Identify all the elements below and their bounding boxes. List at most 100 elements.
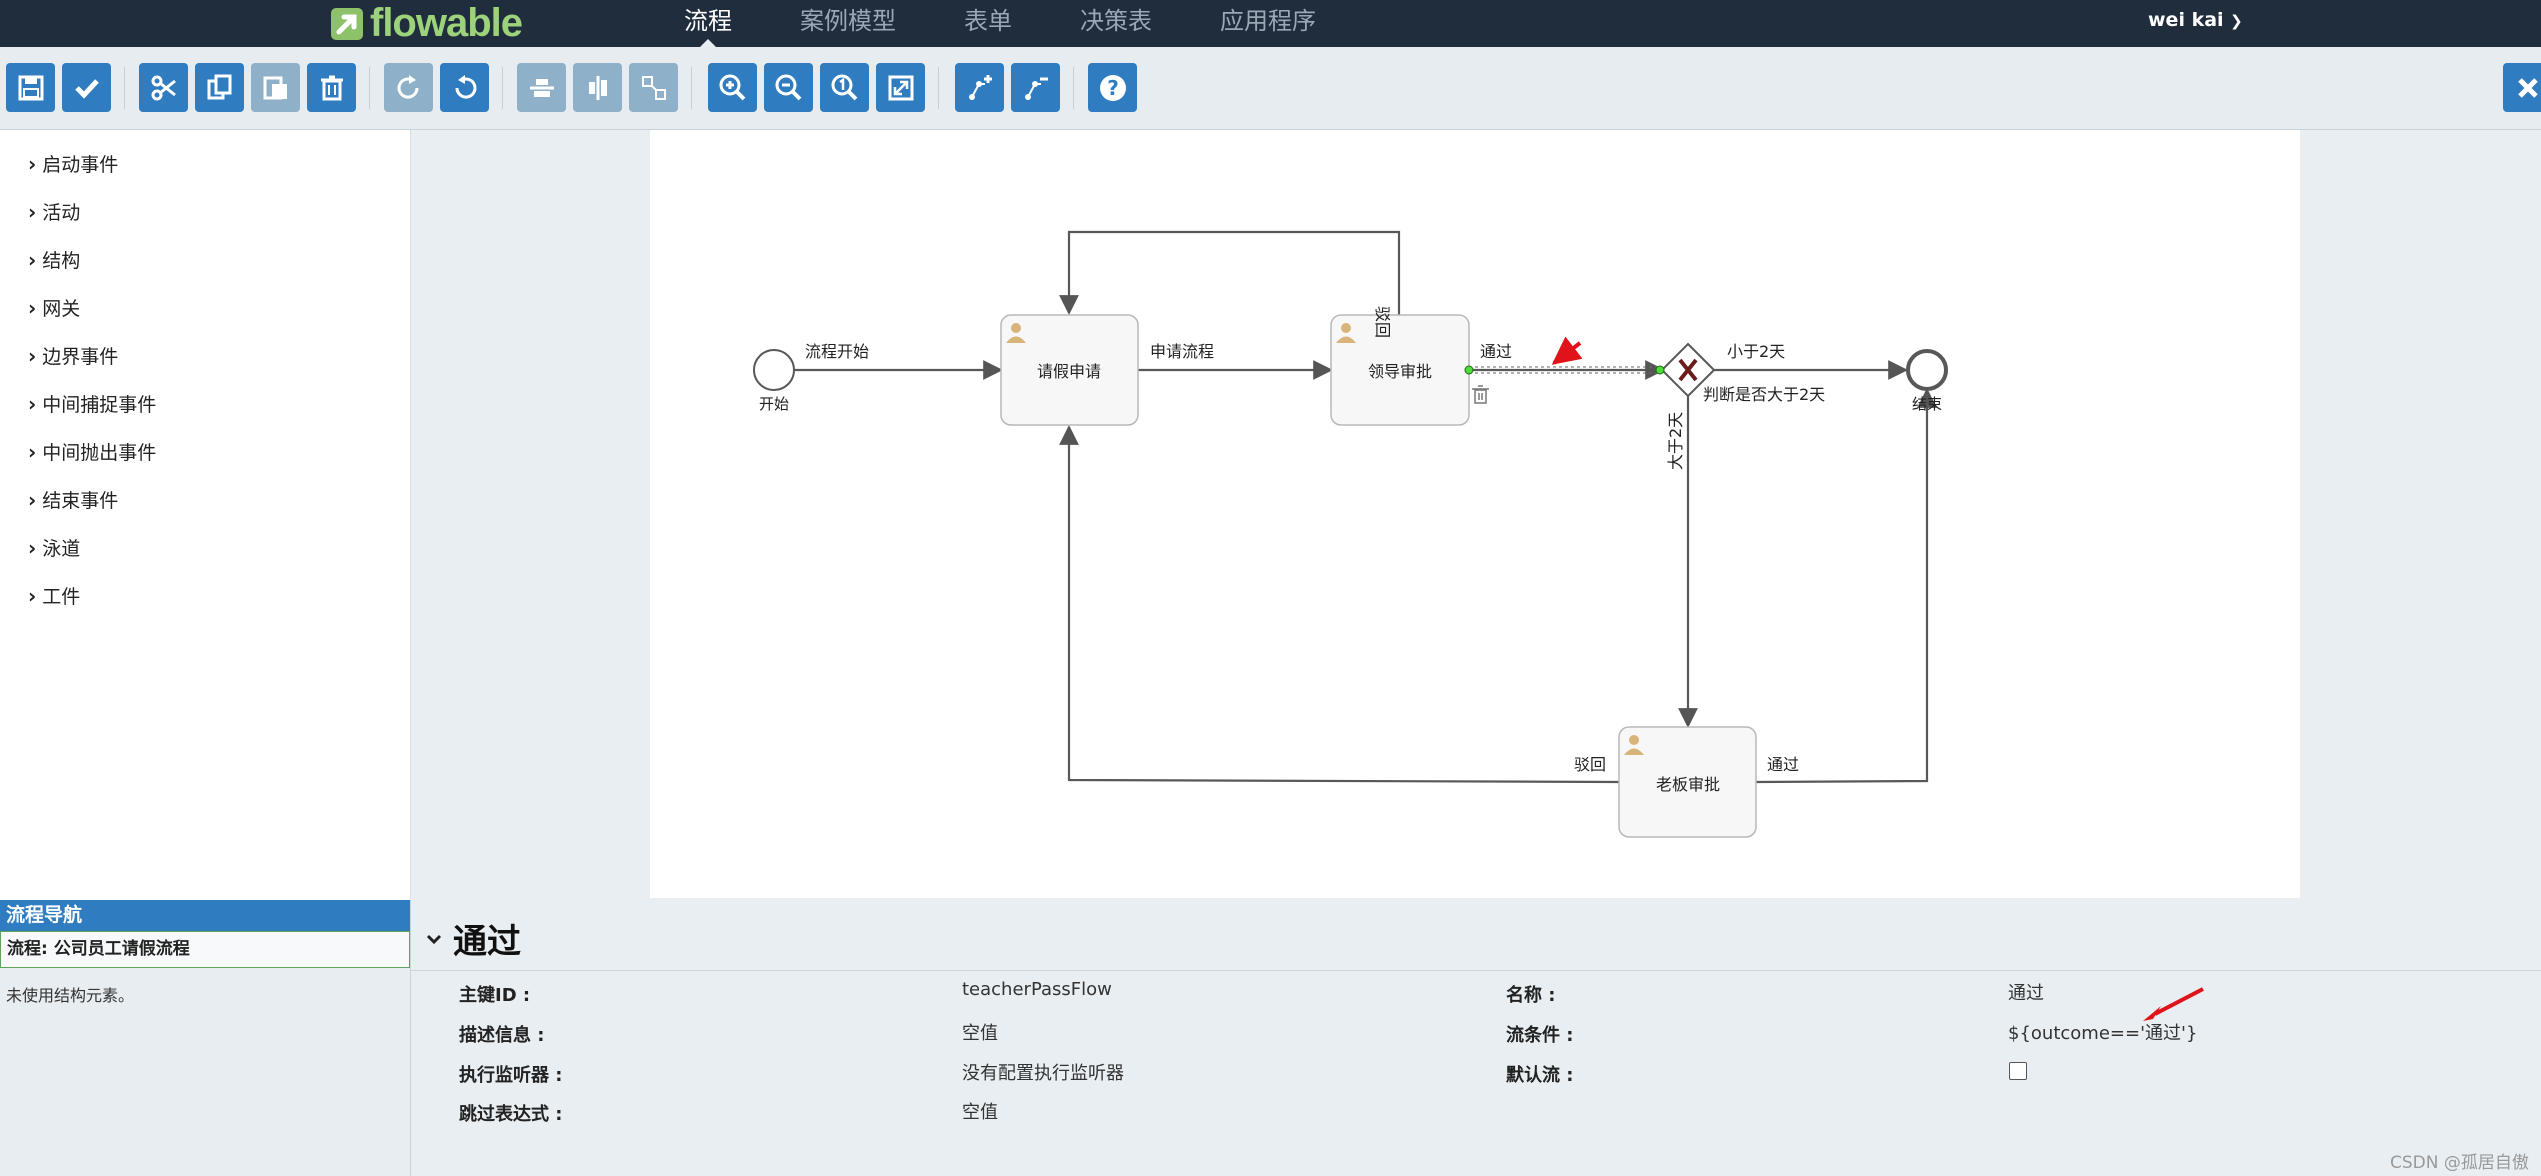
add-bendpoint-button[interactable]: [955, 63, 1004, 112]
stencil-palette: ›启动事件 ›活动 ›结构 ›网关 ›边界事件 ›中间捕捉事件 ›中间抛出事件 …: [0, 130, 411, 900]
copy-button[interactable]: [195, 63, 244, 112]
palette-label: 网关: [42, 298, 81, 320]
prop-description-label: 描述信息 :: [459, 1025, 545, 1046]
editor-toolbar: ?: [0, 47, 2541, 130]
flow-boss-pass[interactable]: [1755, 388, 1937, 784]
tab-case-model[interactable]: 案例模型: [800, 7, 896, 35]
align-vertical-button[interactable]: [573, 63, 622, 112]
chevron-right-icon: ›: [28, 343, 37, 368]
prop-execution-listeners-value[interactable]: 没有配置执行监听器: [962, 1063, 1124, 1084]
close-editor-button[interactable]: [2503, 63, 2541, 112]
validate-icon: [74, 78, 99, 99]
end-event-label: 结束: [1912, 395, 1942, 413]
gateway-label: 判断是否大于2天: [1703, 385, 1825, 404]
prop-name-label: 名称 :: [1506, 985, 1556, 1006]
prop-description-value[interactable]: 空值: [962, 1023, 998, 1044]
delete-button[interactable]: [307, 63, 356, 112]
flow-leader-pass-label: 通过: [1480, 342, 1512, 361]
flow-boss-reject[interactable]: [1059, 425, 1620, 784]
process-canvas[interactable]: 开始 请假申请 领导审批 结束 老板审批 流程开始 申请流程: [650, 130, 2300, 898]
palette-group-gateways[interactable]: ›网关: [28, 294, 80, 321]
zoom-out-button[interactable]: [764, 63, 813, 112]
palette-label: 边界事件: [42, 346, 119, 368]
redo-button[interactable]: [384, 63, 433, 112]
help-button[interactable]: ?: [1088, 63, 1137, 112]
tab-decision-tables[interactable]: 决策表: [1080, 7, 1152, 35]
zoom-in-button[interactable]: [708, 63, 757, 112]
task-apply[interactable]: 请假申请: [1000, 314, 1139, 426]
flow-handle-end[interactable]: [1655, 365, 1665, 375]
flow-start-label: 流程开始: [805, 342, 869, 361]
palette-group-boundary-events[interactable]: ›边界事件: [28, 342, 118, 369]
palette-label: 泳道: [42, 538, 81, 560]
cut-button[interactable]: [139, 63, 188, 112]
close-icon: [2517, 77, 2538, 98]
zoom-fit-icon: [888, 75, 913, 100]
start-event[interactable]: [753, 349, 795, 391]
process-navigator: 流程导航 流程: 公司员工请假流程 未使用结构元素。: [0, 900, 411, 1176]
end-event[interactable]: [1906, 349, 1948, 391]
task-boss[interactable]: 老板审批: [1618, 726, 1757, 838]
palette-group-end-events[interactable]: ›结束事件: [28, 486, 118, 513]
palette-group-start-events[interactable]: ›启动事件: [28, 150, 118, 177]
palette-group-swimlanes[interactable]: ›泳道: [28, 534, 80, 561]
main-tabs: 流程 案例模型 表单 决策表 应用程序: [650, 0, 1350, 48]
user-name: wei kai: [2148, 9, 2224, 31]
palette-label: 启动事件: [42, 154, 119, 176]
flow-less2-label: 小于2天: [1727, 342, 1785, 361]
undo-icon: [454, 74, 476, 99]
palette-group-artifacts[interactable]: ›工件: [28, 582, 80, 609]
exclusive-gateway[interactable]: [1660, 342, 1716, 398]
save-button[interactable]: [6, 63, 55, 112]
navigator-process-item[interactable]: 流程: 公司员工请假流程: [0, 931, 410, 968]
properties-header[interactable]: 通过: [425, 914, 521, 963]
palette-label: 中间抛出事件: [42, 442, 157, 464]
chevron-right-icon: ›: [28, 295, 37, 320]
cut-icon: [151, 75, 176, 100]
chevron-right-icon: ›: [28, 151, 37, 176]
zoom-actual-button[interactable]: [820, 63, 869, 112]
properties-panel: 通过 主键ID : teacherPassFlow 描述信息 : 空值 执行监听…: [411, 900, 2541, 1176]
tab-apps[interactable]: 应用程序: [1220, 7, 1316, 35]
user-menu[interactable]: wei kai ❯: [2148, 0, 2243, 41]
same-size-button[interactable]: [629, 63, 678, 112]
start-event-label: 开始: [759, 395, 789, 413]
chevron-down-icon: ❯: [2230, 12, 2243, 30]
remove-bendpoint-button[interactable]: [1011, 63, 1060, 112]
align-vertical-icon: [588, 75, 607, 100]
tab-process[interactable]: 流程: [650, 0, 766, 48]
palette-group-throw-events[interactable]: ›中间抛出事件: [28, 438, 156, 465]
chevron-right-icon: ›: [28, 199, 37, 224]
chevron-right-icon: ›: [28, 583, 37, 608]
prop-id-value[interactable]: teacherPassFlow: [962, 979, 1112, 1000]
palette-group-catch-events[interactable]: ›中间捕捉事件: [28, 390, 156, 417]
palette-label: 结束事件: [42, 490, 119, 512]
zoom-fit-button[interactable]: [876, 63, 925, 112]
prop-skip-expression-value[interactable]: 空值: [962, 1102, 998, 1123]
default-flow-checkbox[interactable]: [2009, 1062, 2027, 1080]
task-leader[interactable]: 领导审批: [1330, 314, 1470, 426]
prop-condition-label: 流条件 :: [1506, 1025, 1574, 1046]
watermark: CSDN @孤居自傲: [2390, 1153, 2529, 1173]
prop-name-value[interactable]: 通过: [2008, 983, 2044, 1004]
trash-icon[interactable]: [1472, 385, 1489, 404]
flowable-logo[interactable]: flowable: [330, 0, 523, 47]
tab-forms[interactable]: 表单: [964, 7, 1012, 35]
undo-button[interactable]: [440, 63, 489, 112]
prop-condition-value[interactable]: ${outcome=='通过'}: [2008, 1023, 2198, 1044]
validate-button[interactable]: [62, 63, 111, 112]
flow-leader-reject[interactable]: [1059, 230, 1401, 315]
palette-group-activities[interactable]: ›活动: [28, 198, 80, 225]
flow-handle-start[interactable]: [1464, 365, 1474, 375]
user-task-icon: [1624, 735, 1644, 755]
palette-group-structural[interactable]: ›结构: [28, 246, 80, 273]
same-size-icon: [641, 75, 666, 100]
paste-icon: [263, 76, 287, 99]
paste-button[interactable]: [251, 63, 300, 112]
palette-label: 工件: [42, 586, 81, 608]
task-apply-label: 请假申请: [1037, 362, 1101, 381]
user-task-icon: [1336, 323, 1356, 343]
annotation-arrow: [1551, 336, 1583, 365]
align-horizontal-button[interactable]: [517, 63, 566, 112]
prop-execution-listeners-label: 执行监听器 :: [459, 1065, 563, 1086]
